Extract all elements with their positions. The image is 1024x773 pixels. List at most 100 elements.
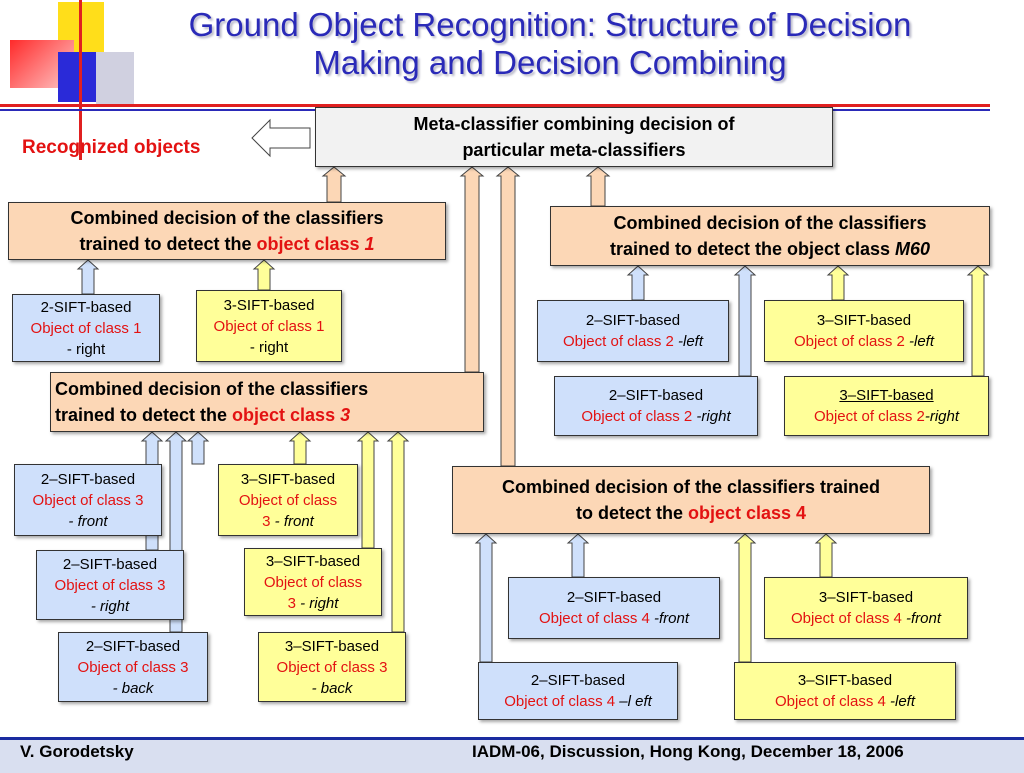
leaf-c1-2sift-right: 2-SIFT-based Object of class 1 - right [12,294,160,362]
up-arrow [474,533,498,663]
up-arrow [626,265,650,301]
up-arrow [252,259,276,291]
leaf-c3-3sift-front: 3–SIFT-based Object of class 3 - front [218,464,358,536]
leaf-line: 2–SIFT-based [608,387,704,404]
leaf-line: Object of class [263,573,363,591]
leaf-c3-3sift-right: 3–SIFT-based Object of class 3 - right [244,548,382,616]
leaf-it: -left [904,333,935,350]
combined-class-4-line-2: to detect the object class 4 [453,500,929,526]
leaf-line: 2–SIFT-based [40,470,136,488]
combined-m60-num: M60 [895,239,931,259]
leaf-line: Object of class 2 -right [555,406,757,427]
up-arrow [966,265,990,377]
leaf-line: 2–SIFT-based [62,555,158,573]
leaf-line: - back [311,679,353,697]
leaf-line: Object of class 4 -left [735,691,955,712]
leaf-line: Object of class 4 -front [509,608,719,629]
recognized-objects-label: Recognized objects [22,137,201,158]
leaf-line: 3–SIFT-based [265,552,361,570]
meta-line-1: Meta-classifier combining decision of [413,114,735,134]
leaf-c3-3sift-back: 3–SIFT-based Object of class 3 - back [258,632,406,702]
leaf-c2-2sift-right: 2–SIFT-based Object of class 2 -right [554,376,758,436]
leaf-line: - right [249,338,289,356]
leaf-line: - right [90,597,130,615]
leaf-it: –l eft [615,693,652,710]
combined-class-3-num: 3 [340,405,351,425]
leaf-line: 3-SIFT-based [223,296,315,314]
leaf-line: Object of class 1 [30,319,142,337]
up-arrow [288,431,312,465]
leaf-line: 2–SIFT-based [566,589,662,606]
combined-class-3-line-2: trained to detect the object class 3 [55,402,483,428]
leaf-red: Object of class 4 [774,693,886,710]
combined-class-1-prefix: trained to detect the [79,234,257,254]
leaf-red: Object of class 4 [790,610,902,627]
leaf-it: -left [673,333,704,350]
leaf-line: Object of class 3 [32,491,144,509]
up-arrow [356,431,380,549]
leaf-line: - right [66,340,106,358]
footer-conference: IADM-06, Discussion, Hong Kong, December… [472,742,904,761]
up-arrow [585,166,611,207]
leaf-it: -left [885,693,916,710]
leaf-c4-2sift-left: 2–SIFT-based Object of class 4 –l eft [478,662,678,720]
leaf-line: 2–SIFT-based [530,672,626,689]
leaf-line: Object of class 4 –l eft [479,691,677,712]
leaf-c2-3sift-right: 3–SIFT-based Object of class 2-right [784,376,989,436]
footer-bar [0,737,1024,773]
slide-title: Ground Object Recognition: Structure of … [130,6,970,82]
leaf-line: 2–SIFT-based [85,637,181,655]
leaf-red: Object of class 2 [581,408,693,425]
leaf-red: Object of class 2 [813,408,925,425]
leaf-it: -front [649,610,690,627]
combined-class-m60-box: Combined decision of the classifiers tra… [550,206,990,266]
leaf-line: Object of class 2 -left [538,331,728,352]
leaf-line: 3–SIFT-based [818,589,914,606]
combined-class-3-box: Combined decision of the classifiers tra… [50,372,484,432]
leaf-it: -right [924,408,960,425]
leaf-c4-3sift-front: 3–SIFT-based Object of class 4 -front [764,577,968,639]
leaf-line: - back [112,679,154,697]
combined-class-3-prefix: trained to detect the [55,405,233,425]
deco-gray-square [96,52,134,104]
combined-class-1-line-1: Combined decision of the classifiers [70,208,384,228]
combined-m60-line-1: Combined decision of the classifiers [613,213,927,233]
leaf-line: 3 - right [245,593,381,614]
leaf-line: - front [68,512,108,530]
leaf-line: Object of class [238,491,338,509]
leaf-red: 3 [287,594,296,612]
up-arrow [826,265,850,301]
leaf-line: 3–SIFT-based [240,470,336,488]
up-arrow [566,533,590,578]
combined-class-3-line-1: Combined decision of the classifiers [55,379,369,399]
combined-class-4-red: object class 4 [687,503,807,523]
leaf-red: Object of class 2 [793,333,905,350]
combined-m60-prefix: trained to detect the object class [609,239,896,259]
combined-class-4-line-1: Combined decision of the classifiers tra… [501,477,881,497]
leaf-it: - front [270,512,314,530]
left-arrow [251,118,311,158]
meta-line-2: particular meta-classifiers [462,140,686,160]
combined-class-1-line-2: trained to detect the object class 1 [9,231,445,257]
title-line-1: Ground Object Recognition: Structure of … [188,6,912,43]
leaf-line: 2-SIFT-based [40,298,132,316]
up-arrow [733,265,757,377]
leaf-line: 2–SIFT-based [585,312,681,329]
deco-horizontal-line-red [0,104,990,107]
leaf-c3-2sift-right: 2–SIFT-based Object of class 3 - right [36,550,184,620]
footer-author: V. Gorodetsky [20,742,134,761]
combined-class-1-red: object class [256,234,365,254]
leaf-c1-3sift-right: 3-SIFT-based Object of class 1 - right [196,290,342,362]
leaf-line: Object of class 2-right [785,406,988,427]
up-arrow [76,259,100,295]
leaf-line: 3–SIFT-based [284,637,380,655]
deco-vertical-line [79,0,82,160]
leaf-line: 3–SIFT-based [839,387,934,404]
leaf-c4-3sift-left: 3–SIFT-based Object of class 4 -left [734,662,956,720]
leaf-line: Object of class 3 [77,658,189,676]
meta-classifier-box: Meta-classifier combining decision of pa… [315,107,833,167]
leaf-c2-2sift-left: 2–SIFT-based Object of class 2 -left [537,300,729,362]
up-arrow [186,431,210,465]
combined-class-1-box: Combined decision of the classifiers tra… [8,202,446,260]
up-arrow [495,166,521,467]
